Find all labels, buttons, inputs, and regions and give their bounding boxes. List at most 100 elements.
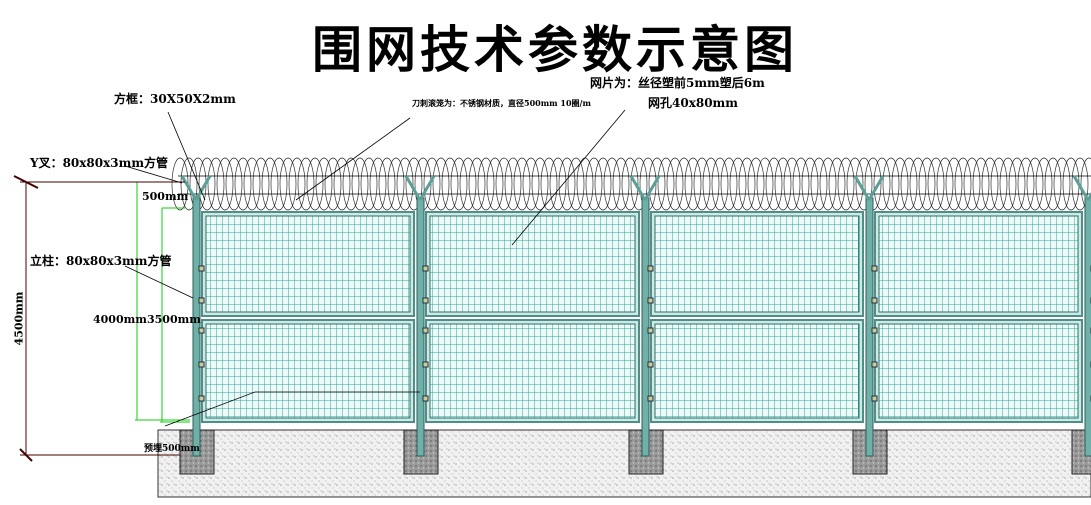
razor-coil-loop (792, 157, 810, 211)
razor-coil-loop (1026, 157, 1044, 211)
razor-coil-loop (459, 157, 477, 211)
razor-coil-loop (657, 157, 675, 211)
dim-4000: 4000mm (93, 313, 147, 326)
y-arm (629, 175, 661, 201)
razor-coil-loop (342, 157, 360, 211)
razor-coil-loop (963, 157, 981, 211)
clip (422, 297, 429, 304)
razor-coil-loop (513, 157, 531, 211)
razor-coil-loop (846, 157, 864, 211)
leader-lines (124, 109, 626, 427)
razor-coil-loop (594, 157, 612, 211)
razor-coil-loop (927, 157, 945, 211)
mesh-hole-label: 网孔40x80mm (648, 96, 738, 110)
razor-coil-loop (882, 157, 900, 211)
post (865, 197, 874, 457)
clip (647, 327, 654, 334)
razor-coil-loop (477, 157, 495, 211)
razor-coil-loop (972, 157, 990, 211)
razor-coil-loop (306, 157, 324, 211)
clip (647, 361, 654, 368)
page-title: 围网技术参数示意图 (312, 20, 798, 79)
razor-coil-loop (1062, 157, 1080, 211)
dimension-lines (135, 181, 190, 423)
frame-label: 方框：30X50X2mm (114, 92, 236, 106)
razor-coil-loop (810, 157, 828, 211)
y-arm (853, 175, 885, 201)
razor-coil-loop (729, 157, 747, 211)
razor-coil-loop (576, 157, 594, 211)
razor-coil-loop (252, 157, 270, 211)
post (416, 197, 425, 457)
clip (422, 395, 429, 402)
mesh-panel (654, 323, 860, 419)
razor-coil-loop (738, 157, 756, 211)
razor-coil-loop (612, 157, 630, 211)
razor-coil-loop (999, 157, 1017, 211)
razor-coil-loop (1053, 157, 1071, 211)
razor-coil-loop (180, 157, 198, 211)
mesh-panel (205, 323, 411, 419)
razor-coil-loop (747, 157, 765, 211)
razor-coil-loop (1071, 157, 1089, 211)
clip (647, 297, 654, 304)
razor-coil-loop (918, 157, 936, 211)
razor-coil-loop (774, 157, 792, 211)
razor-coil-loop (693, 157, 711, 211)
razor-coil-loop (522, 157, 540, 211)
razor-coil-loop (621, 157, 639, 211)
razor-coil-loop (819, 157, 837, 211)
post-label: 立柱：80x80x3mm方管 (30, 254, 172, 268)
dim-4500: 4500mm (12, 291, 26, 346)
razor-coil-loop (405, 157, 423, 211)
razor-wire-line (178, 175, 1091, 195)
dim-500: 500mm (142, 190, 189, 203)
post (1084, 197, 1091, 457)
razor-coil-loop (243, 157, 261, 211)
clip (647, 395, 654, 402)
clip (871, 395, 878, 402)
mesh-panel (205, 215, 411, 313)
razor-coil-loop (666, 157, 684, 211)
razor-coil-loop (765, 157, 783, 211)
razor-coil-loop (198, 157, 216, 211)
razor-coil-loop (603, 157, 621, 211)
razor-coil-loop (333, 157, 351, 211)
razor-coil-loop (261, 157, 279, 211)
razor-coil-loop (936, 157, 954, 211)
mesh-panel (878, 215, 1079, 313)
clip (422, 265, 429, 272)
razor-coil-loop (783, 157, 801, 211)
mesh-panel (429, 323, 636, 419)
razor-coil-loop (981, 157, 999, 211)
razor-coil-loop (279, 157, 297, 211)
razor-coil-loop (234, 157, 252, 211)
clip (647, 265, 654, 272)
clip (871, 327, 878, 334)
clip (198, 361, 205, 368)
razor-coil-loop (540, 157, 558, 211)
clip (422, 327, 429, 334)
razor-label: 刀刺滚笼为：不锈钢材质，直径500mm 10圈/m (412, 98, 591, 108)
razor-coil-loop (207, 157, 225, 211)
razor-coil-loop (360, 157, 378, 211)
razor-coil-loop (378, 157, 396, 211)
razor-coil-loop (891, 157, 909, 211)
razor-coil-loop (297, 157, 315, 211)
dimension-4500-line (13, 175, 185, 462)
razor-coil-loop (711, 157, 729, 211)
razor-coil-loop (450, 157, 468, 211)
razor-coil-loop (270, 157, 288, 211)
razor-coil-loop (648, 157, 666, 211)
razor-coil-loop (828, 157, 846, 211)
razor-coil-loop (702, 157, 720, 211)
razor-coil-loop (324, 157, 342, 211)
razor-coil-loop (684, 157, 702, 211)
razor-coil-loop (468, 157, 486, 211)
razor-coil-loop (315, 157, 333, 211)
razor-coil-loop (1008, 157, 1026, 211)
razor-coil-loop (675, 157, 693, 211)
razor-coil-loop (801, 157, 819, 211)
razor-coil-loop (504, 157, 522, 211)
